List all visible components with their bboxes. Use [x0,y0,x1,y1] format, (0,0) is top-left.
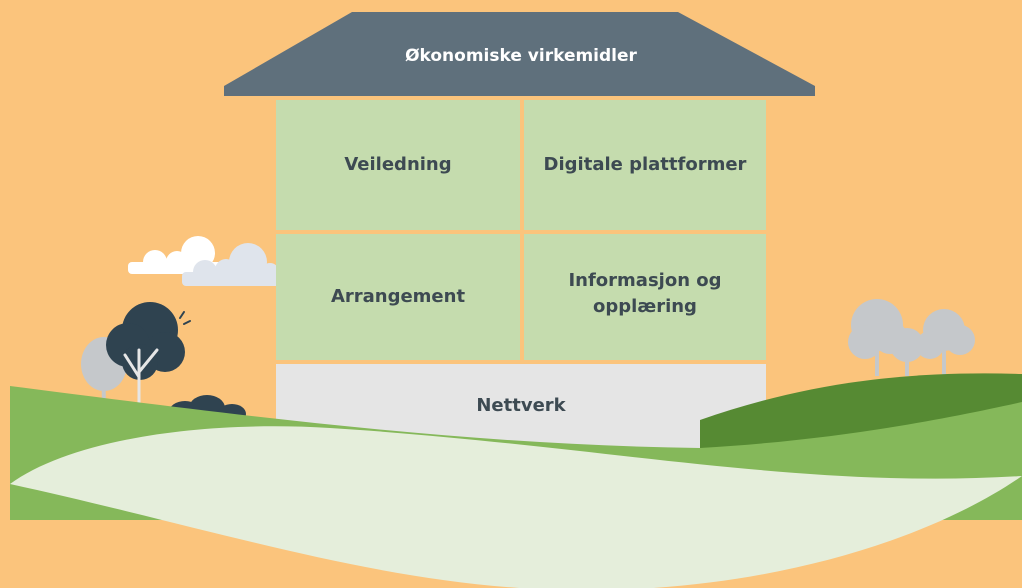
base-label: Nettverk [476,394,566,416]
tree-icon [916,309,975,376]
cell-background [276,100,520,230]
roof-label: Økonomiske virkemidler [405,45,637,66]
cell-digitale-plattformer: Digitale plattformer [543,153,747,175]
cloud-icon [128,236,282,286]
tree-icon [890,328,924,376]
hill-light [10,426,1022,588]
tree-icon [848,299,907,376]
cell-background [524,234,766,360]
cell-informasjon-og-opplaering: Informasjon og opplæring [524,234,766,360]
cell-background [524,100,766,230]
cell-informasjon-text: Informasjon og opplæring [568,269,722,317]
tree-icon [106,302,191,412]
roof [224,12,815,96]
cell-veiledning: Veiledning [344,153,452,175]
cell-background [276,234,520,360]
cell-arrangement: Arrangement [330,285,466,307]
